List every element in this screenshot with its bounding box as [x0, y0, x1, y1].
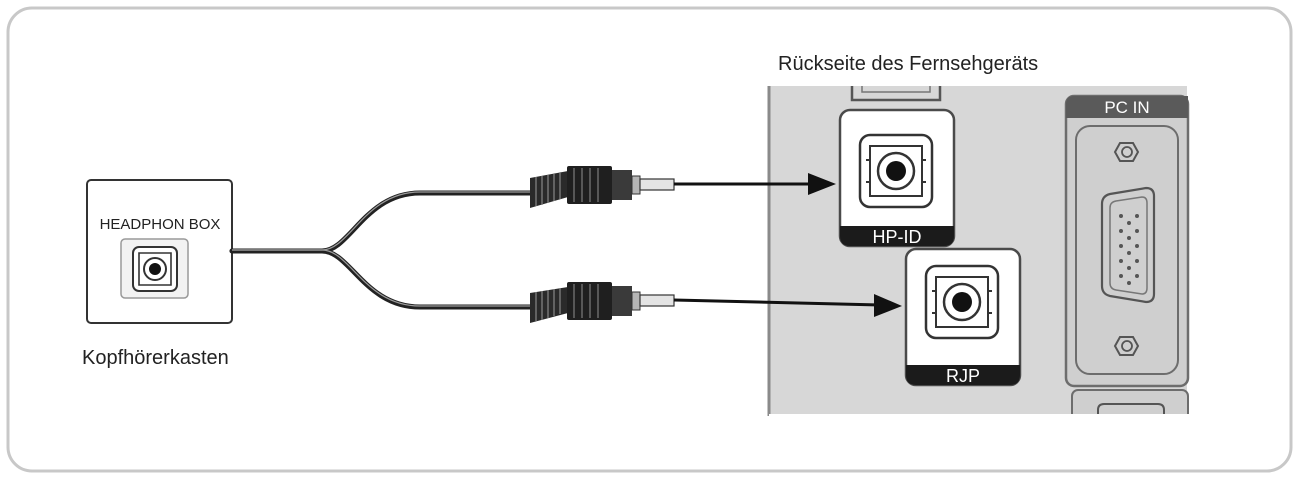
plug-bottom-strain-relief: [530, 287, 568, 323]
vga-pins: [1119, 214, 1139, 285]
vga-screw-top: [1113, 142, 1140, 162]
partial-top-connector: [850, 86, 942, 102]
plug-bottom-pin: [639, 294, 675, 307]
tv-back-label: Rückseite des Fernsehgeräts: [778, 53, 1038, 75]
hp-id-label: HP-ID: [873, 227, 922, 247]
partial-bottom-connector: [1071, 389, 1189, 421]
pc-in-inner-frame: [1075, 125, 1179, 375]
rjp-port: RJP: [904, 247, 1022, 387]
rjp-label: RJP: [946, 366, 980, 386]
pc-in-frame: [1064, 94, 1190, 388]
plug-top-strain-relief: [530, 171, 568, 208]
plug-top: [530, 166, 675, 208]
arrow-to-hp-id: [674, 173, 836, 195]
rjp-jack: [952, 292, 972, 312]
arrow-to-rjp: [673, 294, 902, 317]
tv-back-panel: PC IN: [767, 86, 1190, 422]
pc-in-label: PC IN: [1104, 98, 1149, 117]
pc-in-block: PC IN: [1064, 94, 1190, 388]
cable-branch-bottom: [229, 248, 536, 310]
headphone-box-caption: Kopfhörerkasten: [82, 347, 229, 369]
vga-port: [1100, 186, 1156, 304]
vga-screw-bottom: [1113, 336, 1140, 356]
headphone-box: HEADPHON BOX: [86, 179, 233, 324]
hp-id-jack: [886, 161, 906, 181]
rjp-label-bar: [906, 365, 1020, 385]
pc-in-header: [1066, 96, 1188, 118]
headphone-box-jack: [149, 263, 161, 275]
hp-id-label-bar: [840, 226, 954, 246]
plug-bottom: [530, 282, 675, 323]
headphone-box-label: HEADPHON BOX: [100, 216, 221, 233]
hp-id-port: HP-ID: [838, 108, 956, 248]
plug-top-pin: [639, 178, 675, 191]
